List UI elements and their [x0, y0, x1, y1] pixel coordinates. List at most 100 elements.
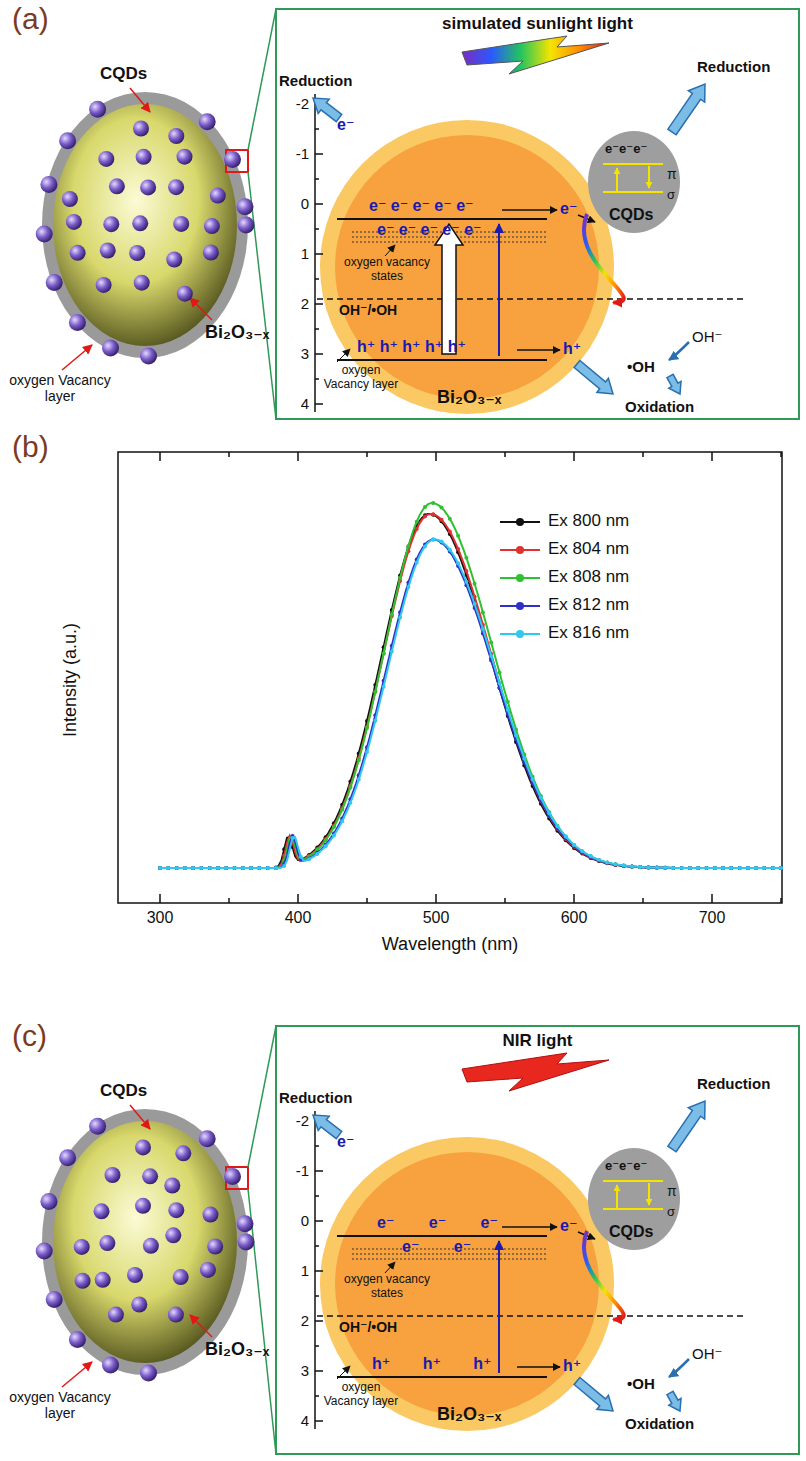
- leader: [385, 1262, 395, 1273]
- cqd-sphere: [94, 1203, 110, 1219]
- spectrum-dot: [183, 866, 187, 870]
- leader: [337, 1366, 350, 1379]
- transfer-arrow: [578, 215, 595, 222]
- axis-value: -1: [283, 145, 309, 162]
- spectrum-dot: [448, 530, 452, 534]
- spectrum-dot: [249, 866, 253, 870]
- axis-value: -2: [283, 1112, 309, 1129]
- spectrum-dot: [531, 778, 535, 782]
- spectrum-dot: [464, 580, 468, 584]
- spectrum-line: [160, 514, 781, 868]
- cqd-sphere: [62, 191, 78, 207]
- redox-level: [317, 1315, 747, 1317]
- axis-value: 0: [283, 195, 309, 212]
- cqd-sphere: [224, 151, 241, 168]
- cqd-sphere: [207, 1239, 223, 1255]
- light-bolt: [462, 36, 609, 74]
- spectrum-dot: [547, 811, 551, 815]
- particle-a: [42, 9, 276, 419]
- spectrum-dot: [191, 866, 195, 870]
- cqd-sphere: [135, 1139, 151, 1155]
- spectrum-dot: [166, 866, 170, 870]
- axis-value: 2: [283, 1312, 309, 1329]
- spectrum-dot: [688, 866, 692, 870]
- axis-tick: [315, 253, 323, 255]
- spectrum-dot: [431, 513, 435, 517]
- spectrum-dot: [175, 866, 179, 870]
- spectrum-dot: [166, 866, 170, 870]
- panel-title: NIR light: [277, 1031, 798, 1051]
- lumo-level: [603, 163, 663, 165]
- spectrum-dot: [191, 866, 195, 870]
- spectrum-dot: [257, 866, 261, 870]
- energy-axis: [314, 94, 316, 412]
- cqd-sphere: [133, 121, 149, 137]
- spectrum-dot: [464, 556, 468, 560]
- spectrum-dot: [348, 801, 352, 805]
- axis-tick: [315, 278, 319, 280]
- spectrum-dot: [382, 652, 386, 656]
- cqd-sphere: [96, 277, 112, 293]
- cqd-sphere: [109, 178, 125, 194]
- spectrum-dot: [406, 544, 410, 548]
- spectrum-dot: [415, 561, 419, 565]
- cqd-sphere: [238, 1234, 255, 1251]
- part-label: oxygen Vacancy layer: [8, 1389, 112, 1421]
- spectrum-dot: [183, 866, 187, 870]
- legend-text: Ex 812 nm: [548, 595, 629, 615]
- axis-tick: [315, 328, 319, 330]
- spectrum-dot: [597, 858, 601, 862]
- spectrum-dot: [415, 520, 419, 524]
- transfer-arrow: [578, 1232, 595, 1239]
- cqd-sphere: [173, 216, 189, 232]
- spectrum-line: [160, 540, 781, 869]
- spectrum-dot: [779, 866, 783, 870]
- axis-title: Intensity (a.u.): [60, 623, 81, 737]
- spectrum-dot: [638, 865, 642, 869]
- spectrum-dot: [489, 640, 493, 644]
- spectrum-dot: [357, 758, 361, 762]
- cqd-sphere: [140, 347, 157, 364]
- spectrum-dot: [696, 866, 700, 870]
- cqd-sphere: [177, 286, 193, 302]
- axis-value: -2: [283, 95, 309, 112]
- redox-level: [317, 298, 747, 300]
- axis-value: 4: [283, 395, 309, 412]
- band-label: OH⁻: [692, 1345, 722, 1362]
- zoom-line: [248, 1189, 276, 1454]
- spectrum-dot: [671, 866, 675, 870]
- spectrum-dot: [729, 866, 733, 870]
- spectrum-dot: [572, 843, 576, 847]
- conduction-band: [337, 1235, 547, 1237]
- spectrum-dot: [779, 866, 783, 870]
- legend-dot: [516, 546, 524, 554]
- spectrum: [158, 538, 783, 870]
- cqd-sphere: [75, 1273, 91, 1289]
- cqd-sphere: [173, 1269, 189, 1285]
- spectrum-dot: [315, 852, 319, 856]
- spectrum-dot: [183, 866, 187, 870]
- spectrum-dot: [522, 757, 526, 761]
- valence-band: [337, 1376, 547, 1378]
- cqd-sphere: [131, 1297, 147, 1313]
- band-label: oxygen Vacancy layer: [321, 1381, 401, 1409]
- legend-dot: [516, 518, 524, 526]
- legend-dot: [516, 574, 524, 582]
- band-label: oxygen Vacancy layer: [321, 364, 401, 392]
- axis-tick: [315, 1195, 319, 1197]
- spectrum-dot: [738, 866, 742, 870]
- quantum-dots: [36, 101, 255, 1382]
- spectrum-dot: [216, 866, 220, 870]
- particle-label: Bi₂O₃₋ₓ: [437, 387, 501, 408]
- cqd-sphere: [102, 340, 119, 357]
- spectrum-dot: [680, 866, 684, 870]
- spectrum-dot: [754, 866, 758, 870]
- spectrum-dot: [398, 576, 402, 580]
- spectrum-dot: [423, 514, 427, 518]
- axis-tick: [504, 898, 506, 903]
- spectrum: [158, 501, 783, 870]
- spectrum-dot: [688, 866, 692, 870]
- spectrum-dot: [233, 866, 237, 870]
- spectrum-dot: [754, 866, 758, 870]
- spectrum-dot: [199, 866, 203, 870]
